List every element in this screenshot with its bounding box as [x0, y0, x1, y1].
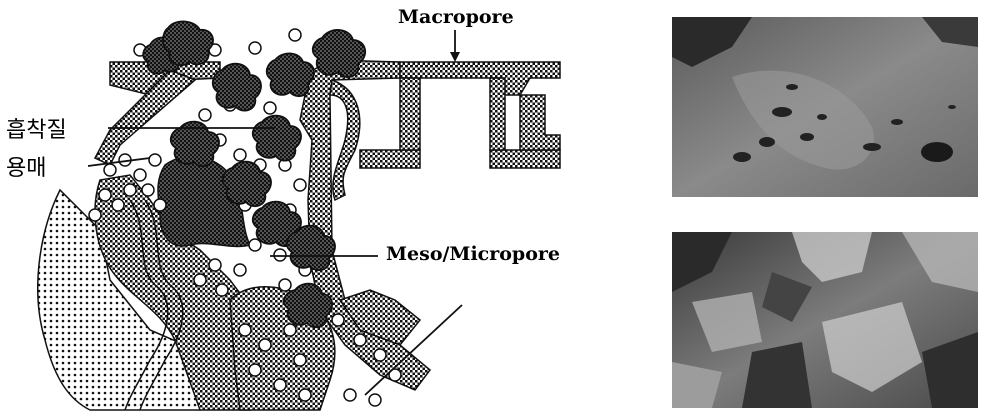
sem-photo-mesopore — [672, 232, 978, 408]
adsorbate-label: 흡착질 — [6, 112, 67, 144]
macropore-label: Macropore — [398, 6, 514, 28]
macropore-arrow-head — [450, 52, 460, 62]
solvent-label: 용매 — [6, 150, 46, 182]
meso-micropore-label: Meso/Micropore — [386, 243, 560, 265]
sem-photo-macropore — [672, 17, 978, 197]
